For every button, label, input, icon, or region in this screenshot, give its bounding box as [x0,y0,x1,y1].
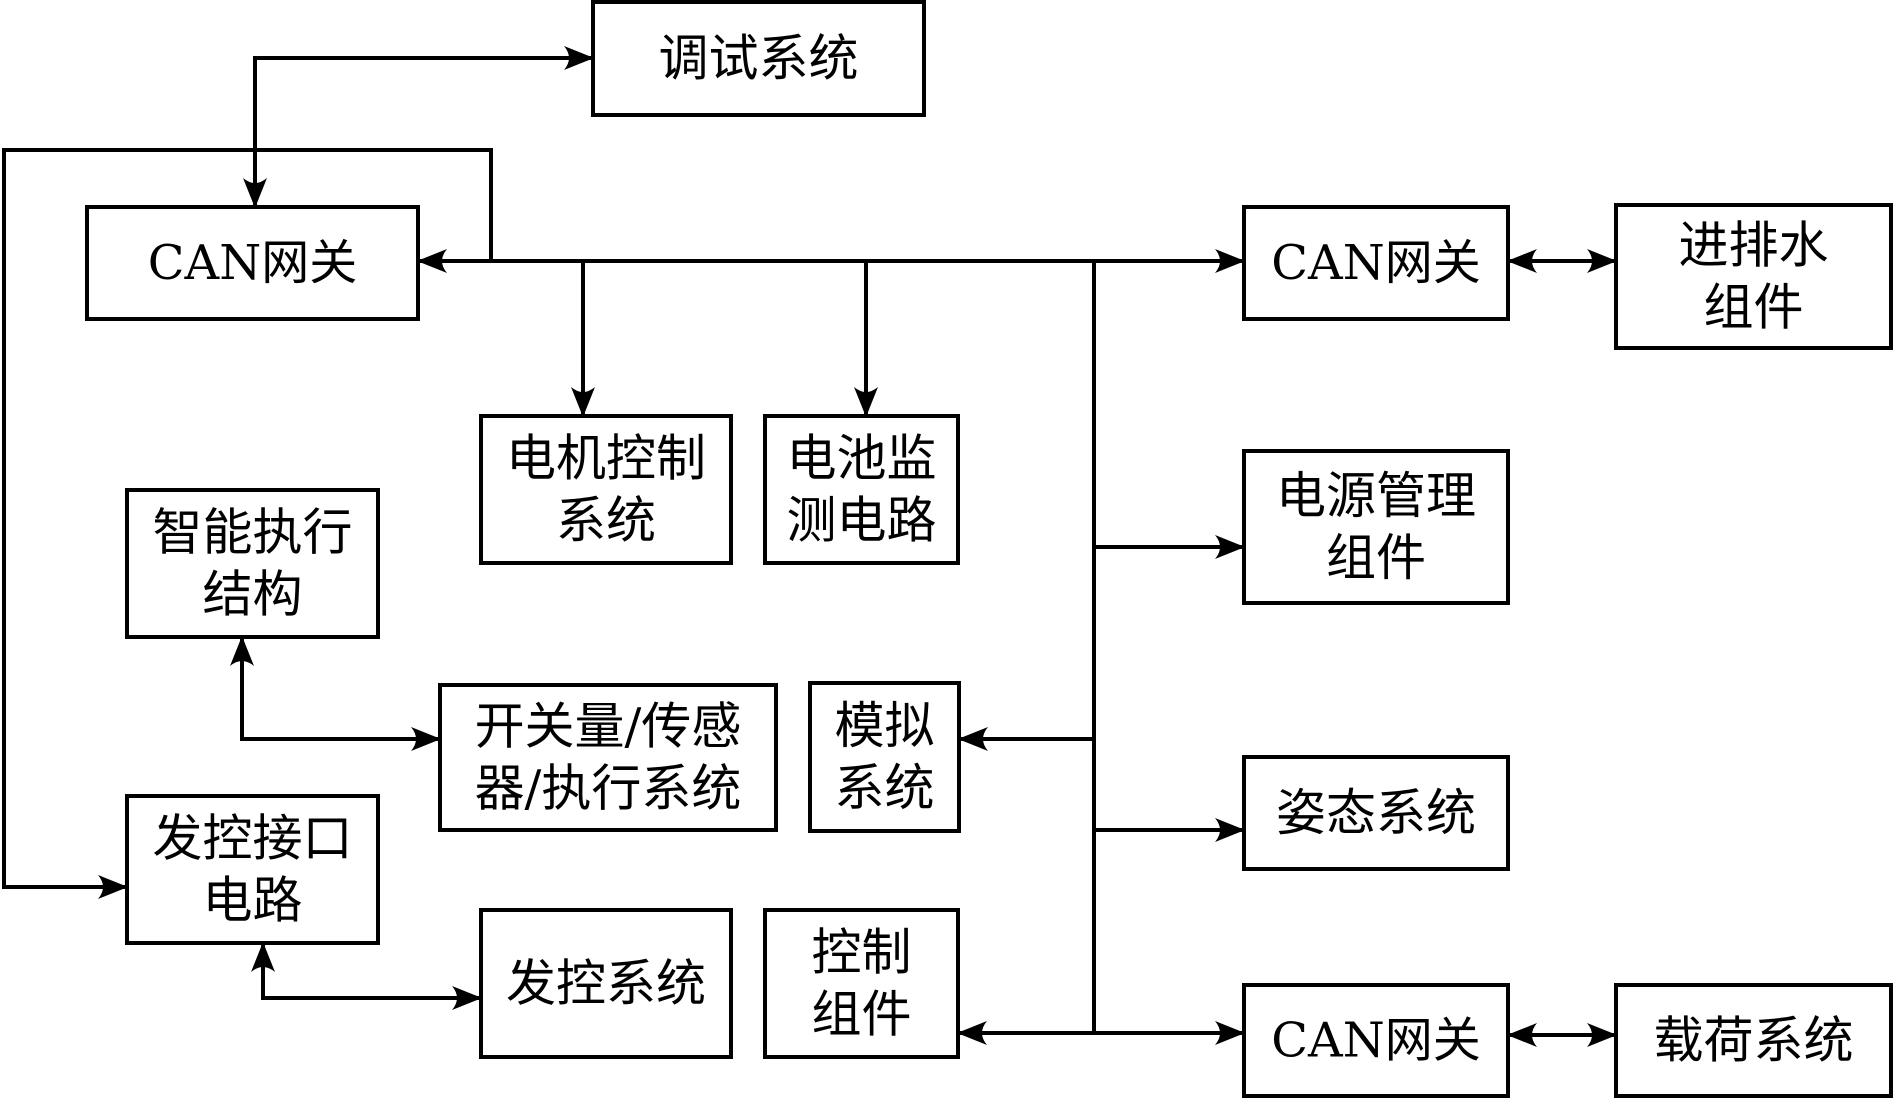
can-gateway-left-label: CAN网关 [148,235,357,291]
node-power-management[interactable]: 电源管理 组件 [1242,449,1510,605]
node-payload-system[interactable]: 载荷系统 [1614,983,1893,1098]
node-can-gateway-top-right[interactable]: CAN网关 [1242,205,1510,321]
node-control-component[interactable]: 控制 组件 [763,908,960,1059]
water-intake-drain-label-line1: 进排水 [1679,217,1829,275]
battery-monitor-label-line1: 电池监 [787,430,937,488]
node-water-intake-drain[interactable]: 进排水 组件 [1614,203,1893,350]
battery-monitor-box [763,414,960,565]
payload-system-label: 载荷系统 [1654,1012,1854,1070]
node-can-gateway-left[interactable]: CAN网关 [85,205,420,321]
simulation-system-label-line1: 模拟 [835,697,935,755]
node-launch-control-system[interactable]: 发控系统 [479,908,733,1059]
launch-control-interface-label-line1: 发控接口 [153,810,353,868]
switch-sensor-actuator-label-line1: 开关量/传感 [475,698,742,756]
node-can-gateway-bottom-right[interactable]: CAN网关 [1242,983,1510,1098]
can-gateway-top-right-box [1242,205,1510,321]
water-intake-drain-label-line2: 组件 [1704,279,1804,337]
launch-interface-loop [2,148,493,899]
switch-sensor-actuator-box [438,683,778,832]
launch-control-interface-box [125,794,380,945]
node-battery-monitor[interactable]: 电池监 测电路 [763,414,960,565]
node-simulation-system[interactable]: 模拟 系统 [808,681,961,833]
attitude-system-label: 姿态系统 [1276,784,1476,842]
payload-system-box [1614,983,1893,1098]
simulation-system-box [808,681,961,833]
attitude-system-box [1242,755,1510,871]
control-component-box [763,908,960,1059]
battery-monitor-label-line2: 测电路 [787,492,937,550]
node-launch-control-interface[interactable]: 发控接口 电路 [125,794,380,945]
smart-actuator-label-line1: 智能执行 [153,504,353,562]
motor-control-label-line2: 系统 [556,492,656,550]
connections [2,46,1618,1047]
node-debug-system[interactable]: 调试系统 [591,0,926,117]
control-component-label-line1: 控制 [812,924,912,982]
motor-control-label-line1: 电机控制 [506,430,706,488]
smart-actuator-label-line2: 结构 [203,566,303,624]
control-component-label-line2: 组件 [812,986,912,1044]
node-attitude-system[interactable]: 姿态系统 [1242,755,1510,871]
launch-interface-control-link [251,941,483,1010]
motor-control-box [479,414,733,565]
debug-link [243,46,595,209]
launch-control-interface-label-line2: 电路 [203,872,303,930]
can-gateway-left-box [85,205,420,321]
debug-system-label: 调试系统 [659,30,859,88]
smart-actuator-switch-link [230,635,442,751]
node-switch-sensor-actuator[interactable]: 开关量/传感 器/执行系统 [438,683,778,832]
simulation-system-label-line2: 系统 [835,759,935,817]
power-management-label-line1: 电源管理 [1276,467,1476,525]
switch-sensor-actuator-label-line2: 器/执行系统 [475,760,742,818]
smart-actuator-box [125,488,380,639]
node-smart-actuator[interactable]: 智能执行 结构 [125,488,380,639]
debug-system-box [591,0,926,117]
launch-control-system-box [479,908,733,1059]
power-management-label-line2: 组件 [1326,529,1426,587]
can-gateway-top-right-label: CAN网关 [1271,235,1480,291]
launch-control-system-label: 发控系统 [506,955,706,1013]
can-gateway-bottom-right-box [1242,983,1510,1098]
power-management-box [1242,449,1510,605]
water-intake-drain-box [1614,203,1893,350]
node-motor-control[interactable]: 电机控制 系统 [479,414,733,565]
can-gateway-bottom-right-label: CAN网关 [1271,1013,1480,1069]
